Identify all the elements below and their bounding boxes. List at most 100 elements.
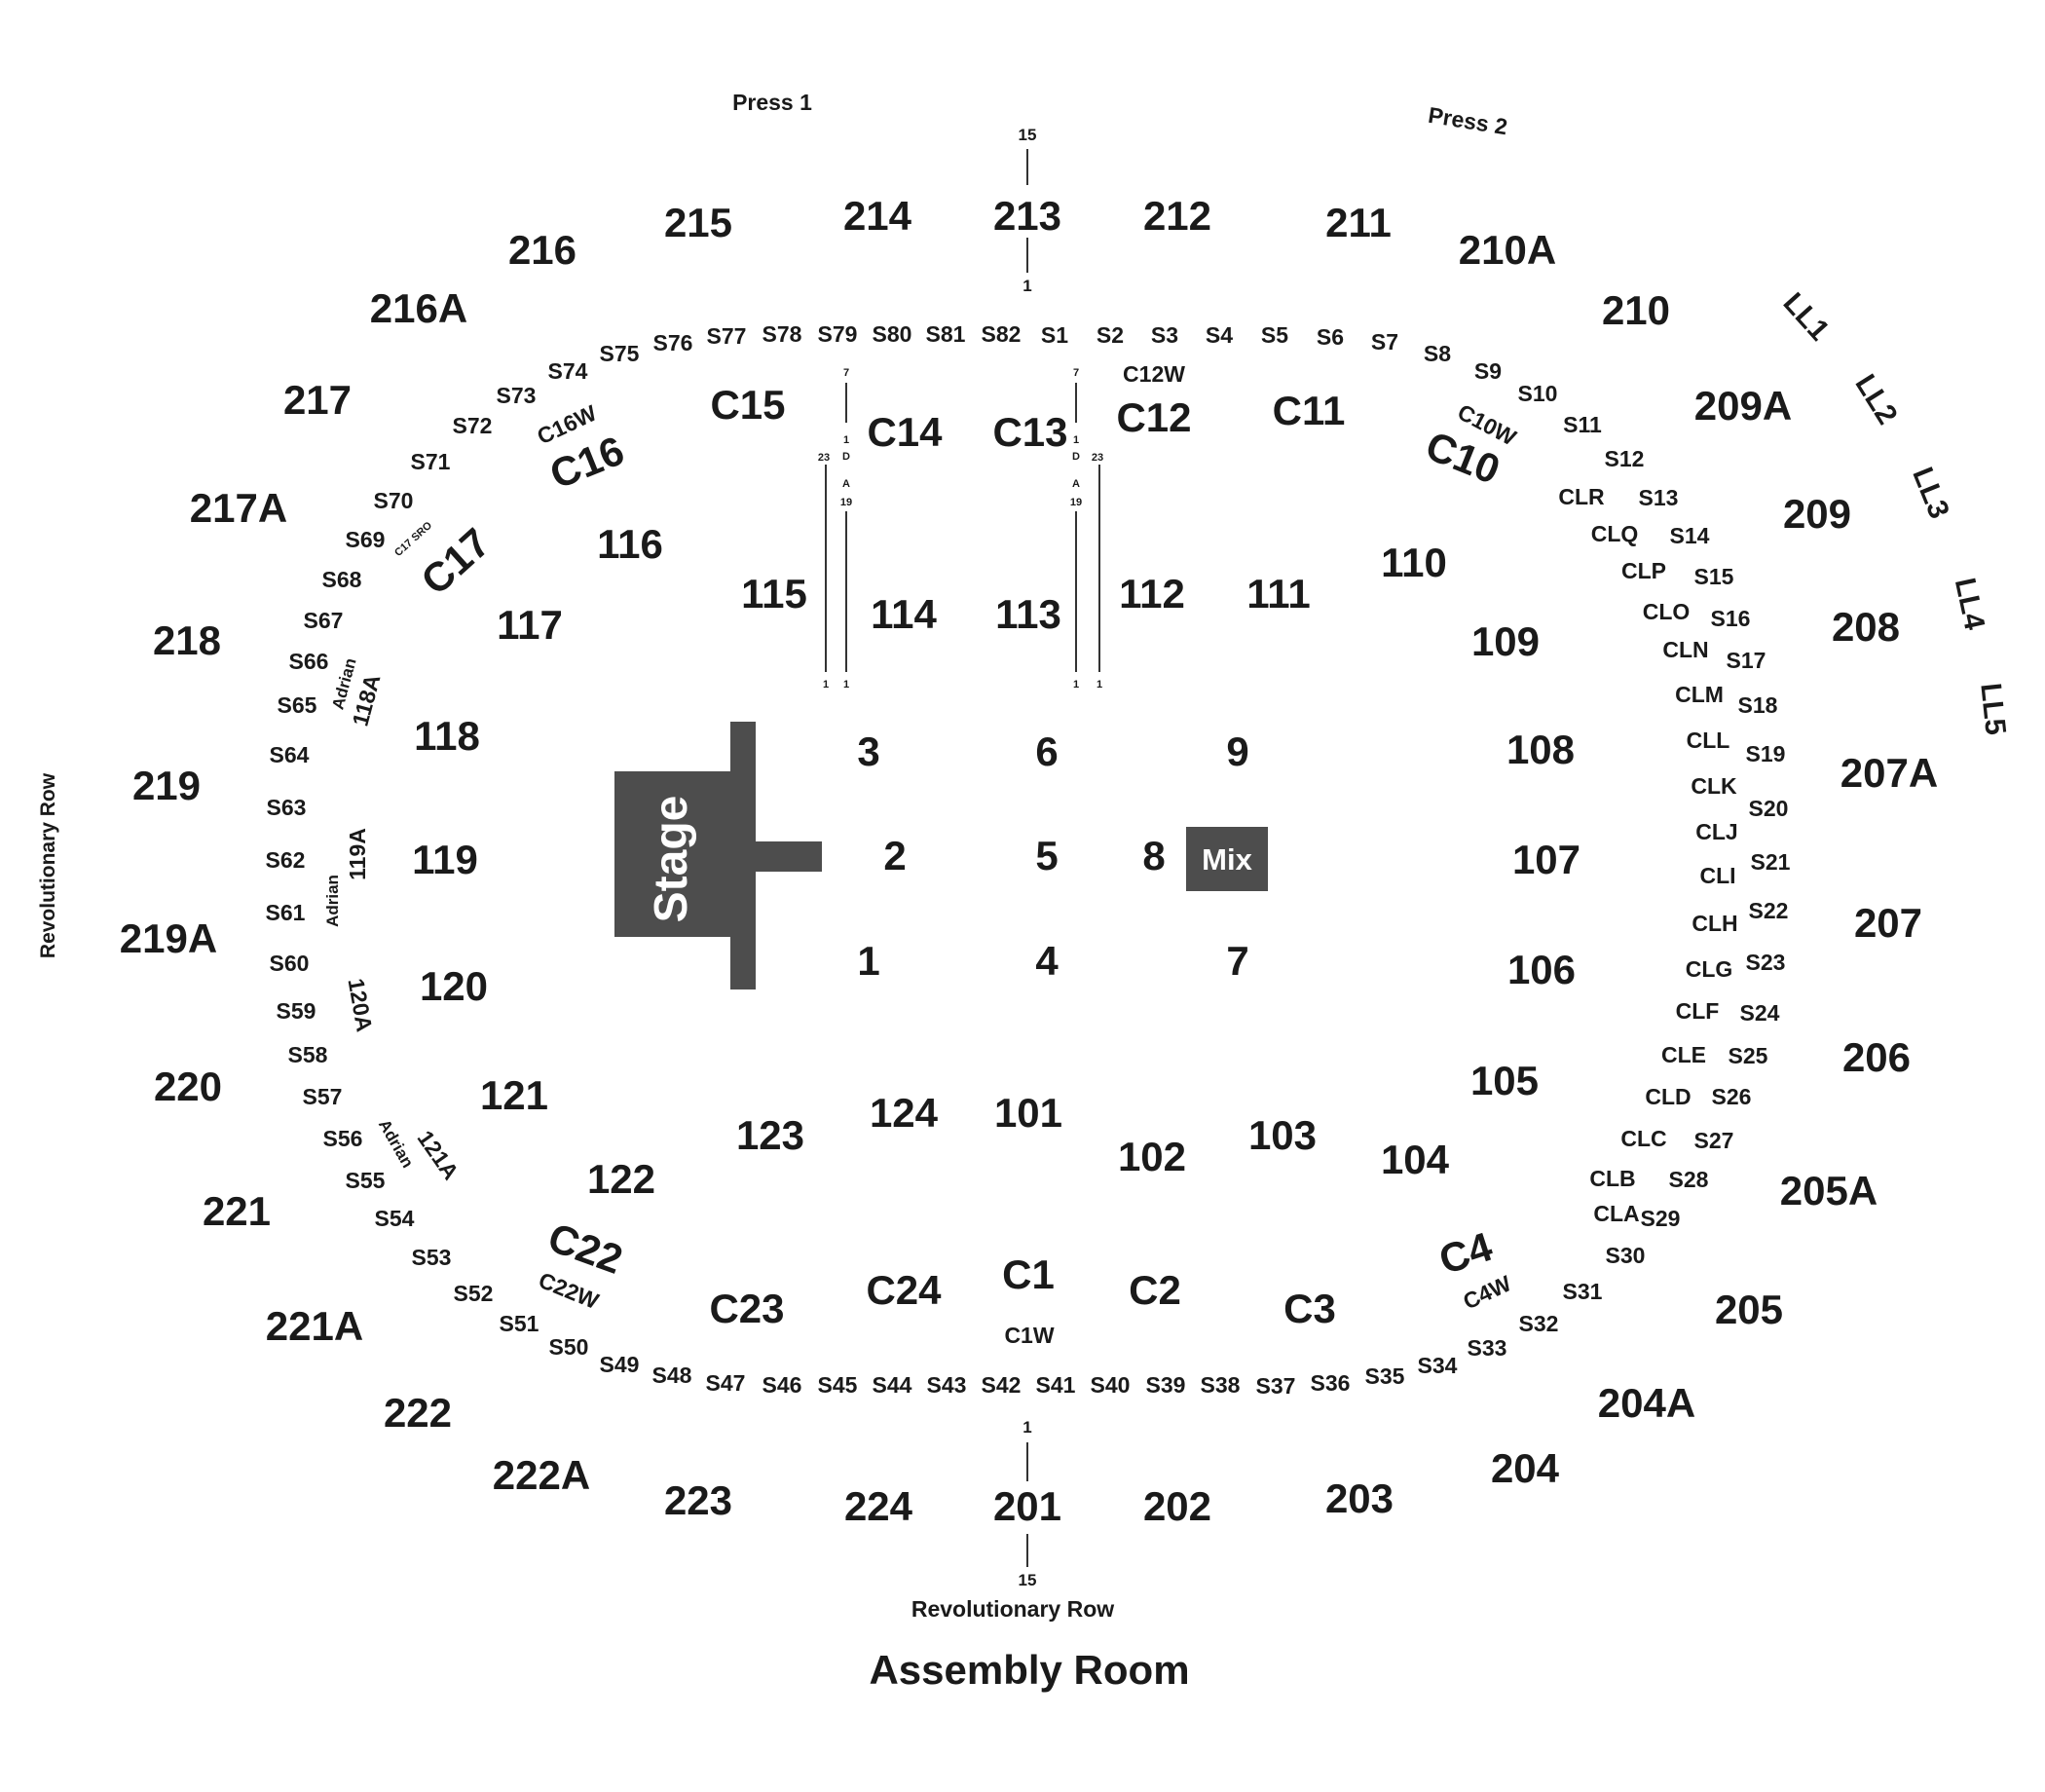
suite-label[interactable]: S72: [453, 413, 493, 438]
section-label[interactable]: 115: [741, 571, 807, 616]
suite-label[interactable]: S75: [600, 341, 640, 366]
suite-label[interactable]: S23: [1746, 950, 1786, 975]
lounge-label[interactable]: CLN: [1662, 637, 1708, 662]
suite-label[interactable]: S10: [1518, 381, 1558, 406]
section-label[interactable]: 110: [1381, 540, 1447, 585]
loge-label[interactable]: LL4: [1949, 576, 1990, 633]
section-label[interactable]: 209: [1783, 491, 1851, 537]
section-label[interactable]: 104: [1381, 1137, 1450, 1182]
suite-label[interactable]: S35: [1365, 1363, 1405, 1389]
suite-label[interactable]: S43: [927, 1372, 967, 1398]
suite-label[interactable]: S69: [346, 527, 386, 552]
section-label[interactable]: 204: [1491, 1445, 1560, 1491]
suite-label[interactable]: S31: [1563, 1279, 1603, 1304]
lounge-label[interactable]: CLJ: [1695, 819, 1737, 844]
section-label[interactable]: 218: [153, 617, 221, 663]
suite-label[interactable]: S13: [1639, 485, 1679, 510]
section-label[interactable]: C23: [709, 1286, 784, 1331]
suite-label[interactable]: S79: [818, 321, 858, 347]
section-label[interactable]: 102: [1118, 1134, 1186, 1179]
section-label[interactable]: 207: [1854, 900, 1922, 946]
loge-label[interactable]: LL3: [1906, 463, 1955, 523]
adrian-label[interactable]: Adrian: [375, 1116, 417, 1171]
adrian-label[interactable]: 120A: [343, 977, 377, 1034]
suite-label[interactable]: S67: [304, 608, 344, 633]
section-label[interactable]: 219A: [120, 915, 217, 961]
section-label[interactable]: 217A: [190, 485, 287, 531]
suite-label[interactable]: S73: [497, 383, 537, 408]
section-label[interactable]: 208: [1832, 604, 1900, 650]
suite-label[interactable]: S70: [374, 488, 414, 513]
suite-label[interactable]: S20: [1749, 796, 1789, 821]
suite-label[interactable]: S21: [1751, 849, 1791, 875]
section-label[interactable]: 2: [883, 833, 906, 878]
suite-label[interactable]: S15: [1694, 564, 1734, 589]
section-label[interactable]: 221: [203, 1188, 271, 1234]
section-label[interactable]: 116: [597, 521, 663, 567]
suite-label[interactable]: S12: [1605, 446, 1645, 471]
section-label[interactable]: C2: [1129, 1267, 1181, 1313]
section-label[interactable]: 209A: [1694, 383, 1792, 429]
section-label[interactable]: 207A: [1840, 750, 1938, 796]
section-label[interactable]: 113: [995, 591, 1061, 637]
lounge-label[interactable]: CLL: [1687, 728, 1730, 753]
section-label[interactable]: 224: [844, 1483, 913, 1529]
suite-label[interactable]: S17: [1727, 648, 1766, 673]
section-label[interactable]: 123: [736, 1112, 804, 1158]
section-label[interactable]: 210: [1602, 287, 1670, 333]
loge-label[interactable]: LL2: [1848, 369, 1903, 430]
section-label[interactable]: 206: [1842, 1034, 1911, 1080]
section-label[interactable]: C14: [867, 409, 943, 455]
section-label[interactable]: 223: [664, 1477, 732, 1523]
suite-label[interactable]: S44: [873, 1372, 912, 1398]
lounge-label[interactable]: CLA: [1593, 1201, 1639, 1226]
suite-label[interactable]: S11: [1563, 412, 1602, 437]
lounge-label[interactable]: CLE: [1661, 1042, 1706, 1067]
section-label[interactable]: 216A: [370, 285, 467, 331]
suite-label[interactable]: S58: [288, 1042, 328, 1067]
suite-label[interactable]: S24: [1740, 1000, 1780, 1026]
section-label[interactable]: 211: [1325, 200, 1392, 245]
section-label[interactable]: 222A: [493, 1452, 590, 1498]
section-label[interactable]: C11: [1273, 388, 1346, 433]
section-label[interactable]: 103: [1248, 1112, 1317, 1158]
section-label[interactable]: 5: [1035, 833, 1058, 878]
section-label[interactable]: 112: [1119, 571, 1185, 616]
suite-label[interactable]: S7: [1371, 329, 1398, 355]
lounge-label[interactable]: CLK: [1691, 773, 1737, 799]
suite-label[interactable]: S82: [982, 321, 1022, 347]
suite-label[interactable]: S52: [454, 1281, 494, 1306]
section-label[interactable]: 121: [480, 1072, 548, 1118]
lounge-label[interactable]: CLR: [1558, 484, 1605, 509]
suite-label[interactable]: S39: [1146, 1372, 1186, 1398]
suite-label[interactable]: S81: [926, 321, 966, 347]
lounge-label[interactable]: CLP: [1621, 558, 1666, 583]
suite-label[interactable]: S34: [1418, 1353, 1458, 1378]
suite-label[interactable]: S8: [1424, 341, 1451, 366]
suite-label[interactable]: S37: [1256, 1373, 1296, 1399]
suite-label[interactable]: S60: [270, 951, 310, 976]
lounge-label[interactable]: CLG: [1686, 956, 1733, 982]
suite-label[interactable]: S51: [500, 1311, 539, 1336]
suite-label[interactable]: S49: [600, 1352, 640, 1377]
section-label[interactable]: 108: [1506, 727, 1575, 772]
section-label[interactable]: 221A: [266, 1303, 363, 1349]
suite-label[interactable]: S14: [1670, 523, 1710, 548]
suite-label[interactable]: S46: [762, 1372, 802, 1398]
section-label[interactable]: 203: [1325, 1475, 1394, 1521]
suite-label[interactable]: S54: [375, 1206, 415, 1231]
suite-label[interactable]: S66: [289, 649, 329, 674]
suite-label[interactable]: S77: [707, 323, 747, 349]
section-label[interactable]: C15: [710, 382, 785, 428]
suite-label[interactable]: S9: [1474, 358, 1502, 384]
suite-label[interactable]: S30: [1606, 1243, 1646, 1268]
section-label[interactable]: 109: [1471, 618, 1540, 664]
section-label[interactable]: C12: [1116, 394, 1191, 440]
suite-label[interactable]: S33: [1468, 1335, 1507, 1361]
suite-label[interactable]: S41: [1036, 1372, 1076, 1398]
section-label[interactable]: 114: [871, 591, 937, 637]
section-label[interactable]: 219: [132, 763, 201, 808]
suite-label[interactable]: S59: [277, 998, 316, 1024]
section-label[interactable]: 4: [1035, 938, 1059, 984]
section-label[interactable]: C3: [1283, 1286, 1336, 1331]
